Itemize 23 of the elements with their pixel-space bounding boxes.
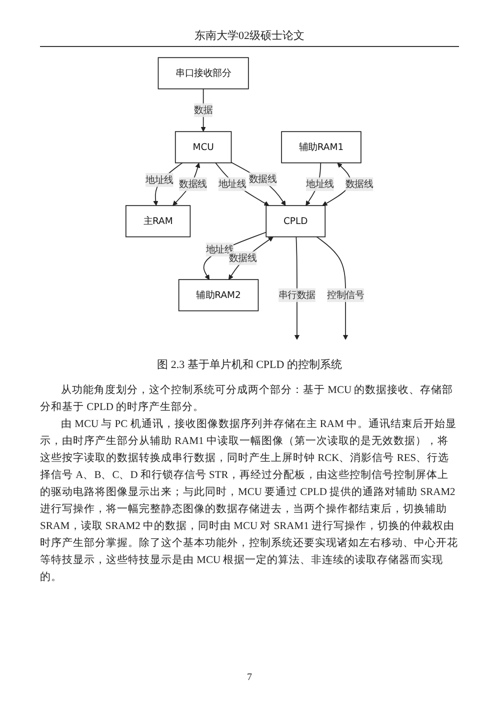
node-box: MCU: [174, 131, 232, 164]
arrow: [200, 88, 206, 132]
edge-label: 串行数据: [278, 289, 316, 300]
node-box: 主RAM: [125, 205, 191, 238]
edge-label: 控制信号: [327, 289, 364, 300]
edge-label: 地址线: [206, 244, 234, 255]
edge-label: 地址线: [218, 178, 246, 190]
edge-label: 数据: [194, 104, 213, 116]
edge-label: 地址线: [146, 174, 174, 186]
body-paragraph: 由 MCU 与 PC 机通讯，接收图像数据序列并存储在主 RAM 中。通讯结束后开始显示，由时序产生部分从辅助 RAM1 中读取一幅图像（第一次读取的是无效数据），将这些按字读取的数据转换成串行数据，同时产生上屏时钟 RCK、消影信号 RES、行选择信号 A、B、C、D 和行锁存信号 STR，再经过分配板，由这些控制信号控制屏体上的驱动电路将图像显示出来；与此同时，MCU 要通过 CPLD 提供的通路对辅助 SRAM2 进行写操作，将一幅完整静态图像的数据存储进去，当两个操作都结束后，切换辅助 SRAM，读取 SRAM2 中的数据，同时由 MCU 对 SRAM1 进行写操作，切换的仲裁权由时序产生部分掌握。除了这个基本功能外，控制系统还要实现诸如左右移动、中心开花等特技显示，这些特技显示是由 MCU 根据一定的算法、非连续的读取存储器而实现的。: [40, 417, 459, 585]
node-box: CPLD: [266, 205, 326, 238]
edge-label: 数据线: [179, 178, 207, 190]
running-header: 东南大学02级硕士论文: [40, 28, 459, 47]
edge-label: 数据线: [248, 174, 277, 185]
node-box: 辅助RAM2: [178, 279, 259, 312]
edge-label: 数据线: [345, 178, 374, 190]
node-box: 辅助RAM1: [281, 131, 362, 164]
node-box: 串口接收部分: [158, 57, 249, 90]
page-number: 7: [246, 672, 253, 683]
edge-label: 数据线: [228, 252, 257, 264]
figure-caption: 图 2.3 基于单片机和 CPLD 的控制系统: [156, 358, 343, 372]
edge-label: 地址线: [306, 178, 334, 190]
body-paragraph: 从功能角度划分，这个控制系统可分成两个部分：基于 MCU 的数据接收、存储部分和基于 CPLD 的时序产生部分。: [40, 383, 454, 415]
